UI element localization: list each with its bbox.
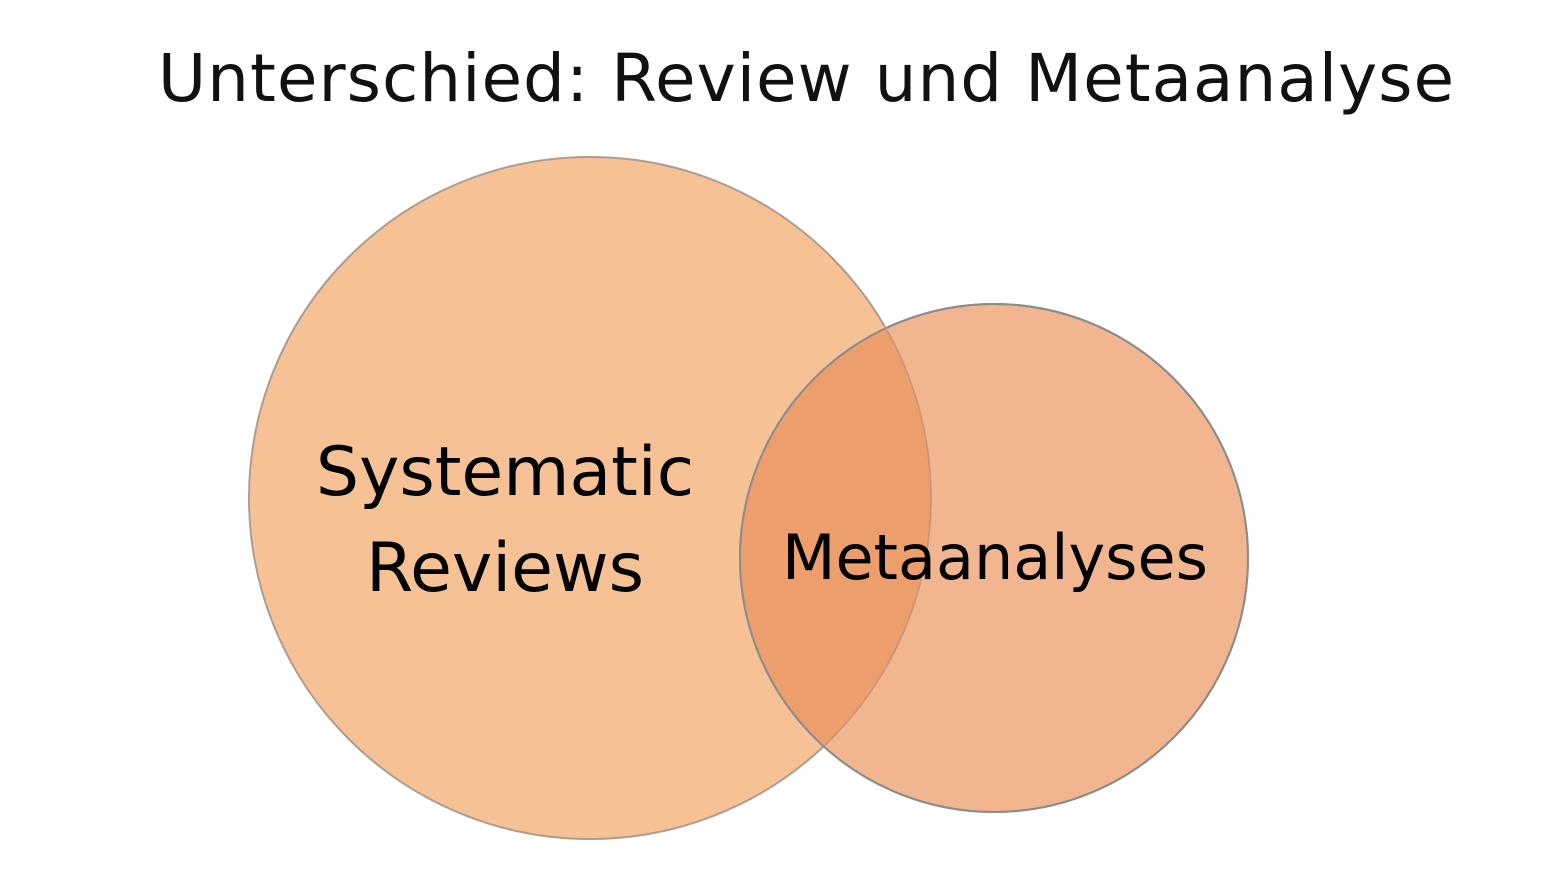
venn-overlap bbox=[740, 304, 931, 812]
circle-metaanalyses-outline bbox=[739, 303, 1249, 813]
label-metaanalyses-line-1: Metaanalyses bbox=[782, 521, 1208, 594]
slide-title: Unterschied: Review und Metaanalyse bbox=[157, 40, 1456, 117]
label-metaanalyses: Metaanalyses bbox=[745, 510, 1245, 606]
label-systematic-reviews-line-1: Systematic bbox=[315, 433, 695, 512]
left-circle-arc-in-overlap bbox=[823, 326, 932, 747]
label-systematic-reviews-line-2: Reviews bbox=[365, 529, 645, 608]
label-systematic-reviews: Systematic Reviews bbox=[270, 425, 740, 617]
